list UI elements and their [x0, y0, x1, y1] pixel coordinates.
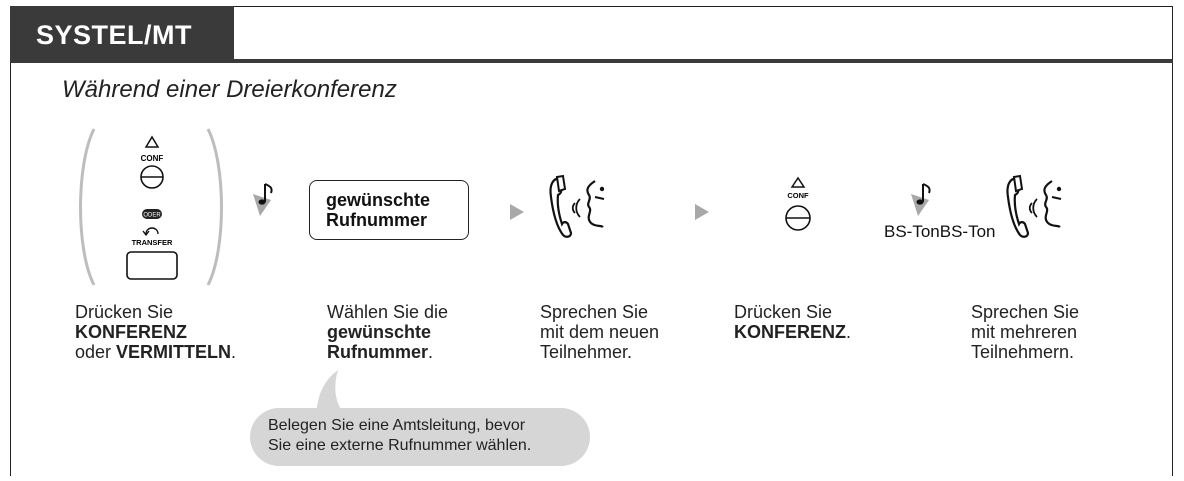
- step-5-text: Sprechen Sie mit mehreren Teilnehmern.: [971, 302, 1079, 362]
- talking-handset-icon-2: [1006, 174, 1062, 238]
- header-rule: [10, 59, 1173, 63]
- header-title: SYSTEL/MT: [10, 6, 234, 60]
- conf-button-2[interactable]: [785, 205, 811, 231]
- step-1-line3-bold: VERMITTELN: [116, 342, 232, 362]
- note-bubble-tail: [316, 370, 350, 420]
- phone-key-panel: CONF ODER TRANSFER: [79, 128, 223, 286]
- music-note-icon: [258, 183, 273, 205]
- step-3-line3: Teilnehmer.: [540, 342, 633, 362]
- step-2-line2: gewünschte: [327, 322, 432, 342]
- instruction-frame: [10, 6, 1173, 476]
- oder-badge: ODER: [142, 209, 162, 219]
- step-3-line1: Sprechen Sie: [540, 302, 649, 322]
- step-1-text: Drücken Sie KONFERENZ oder VERMITTELN.: [75, 302, 236, 362]
- step-1-line3-suffix: .: [231, 342, 237, 362]
- tone-arrow-icon-1: [253, 183, 273, 216]
- tone-label: BS-TonBS-Ton: [884, 222, 996, 241]
- transfer-button[interactable]: [126, 251, 178, 280]
- step-5-line1: Sprechen Sie: [971, 302, 1080, 322]
- triangle-up-icon: [790, 176, 806, 188]
- talking-handset-icon-1: [549, 174, 605, 238]
- music-note-icon: [916, 183, 931, 205]
- step-5-line3: Teilnehmern.: [971, 342, 1075, 362]
- triangle-up-icon: [144, 135, 160, 148]
- number-box: gewünschte Rufnummer: [309, 180, 469, 240]
- step-2-line1: Wählen Sie die: [327, 302, 449, 322]
- conf-key-label: CONF: [141, 154, 164, 163]
- tone-arrow-icon-2: [911, 183, 931, 216]
- step-4-text: Drücken Sie KONFERENZ.: [734, 302, 851, 342]
- step-3-text: Sprechen Sie mit dem neuen Teilnehmer.: [540, 302, 659, 362]
- number-box-line1: gewünschte: [326, 190, 431, 210]
- transfer-arrow-icon: [142, 227, 159, 237]
- play-arrow-icon-1: [510, 204, 524, 220]
- step-2-line3-bold: Rufnummer: [327, 342, 429, 362]
- conf-key-panel: CONF: [785, 176, 811, 231]
- step-3-line2: mit dem neuen: [540, 322, 660, 342]
- note-line2: Sie eine externe Rufnummer wählen.: [268, 437, 532, 454]
- page-subtitle: Während einer Dreierkonferenz: [62, 76, 397, 103]
- step-4-line2-suffix: .: [846, 322, 852, 342]
- oder-label: ODER: [143, 213, 161, 219]
- play-arrow-icon-2: [695, 204, 709, 220]
- transfer-key-label: TRANSFER: [132, 238, 173, 247]
- step-5-line2: mit mehreren: [971, 322, 1078, 342]
- step-4-line2-bold: KONFERENZ: [734, 322, 846, 342]
- step-2-text: Wählen Sie die gewünschte Rufnummer.: [327, 302, 448, 362]
- step-1-line3-prefix: oder: [75, 342, 117, 362]
- step-4-line1: Drücken Sie: [734, 302, 833, 322]
- step-1-line2: KONFERENZ: [75, 322, 187, 342]
- conf-button[interactable]: [140, 165, 164, 189]
- step-1-line1: Drücken Sie: [75, 302, 174, 322]
- number-box-line2: Rufnummer: [326, 210, 428, 230]
- note-line1: Belegen Sie eine Amtsleitung, bevor: [268, 417, 526, 434]
- conf-key-label-2: CONF: [787, 191, 809, 200]
- note-bubble: Belegen Sie eine Amtsleitung, bevor Sie …: [250, 408, 590, 466]
- step-2-line3-suffix: .: [428, 342, 434, 362]
